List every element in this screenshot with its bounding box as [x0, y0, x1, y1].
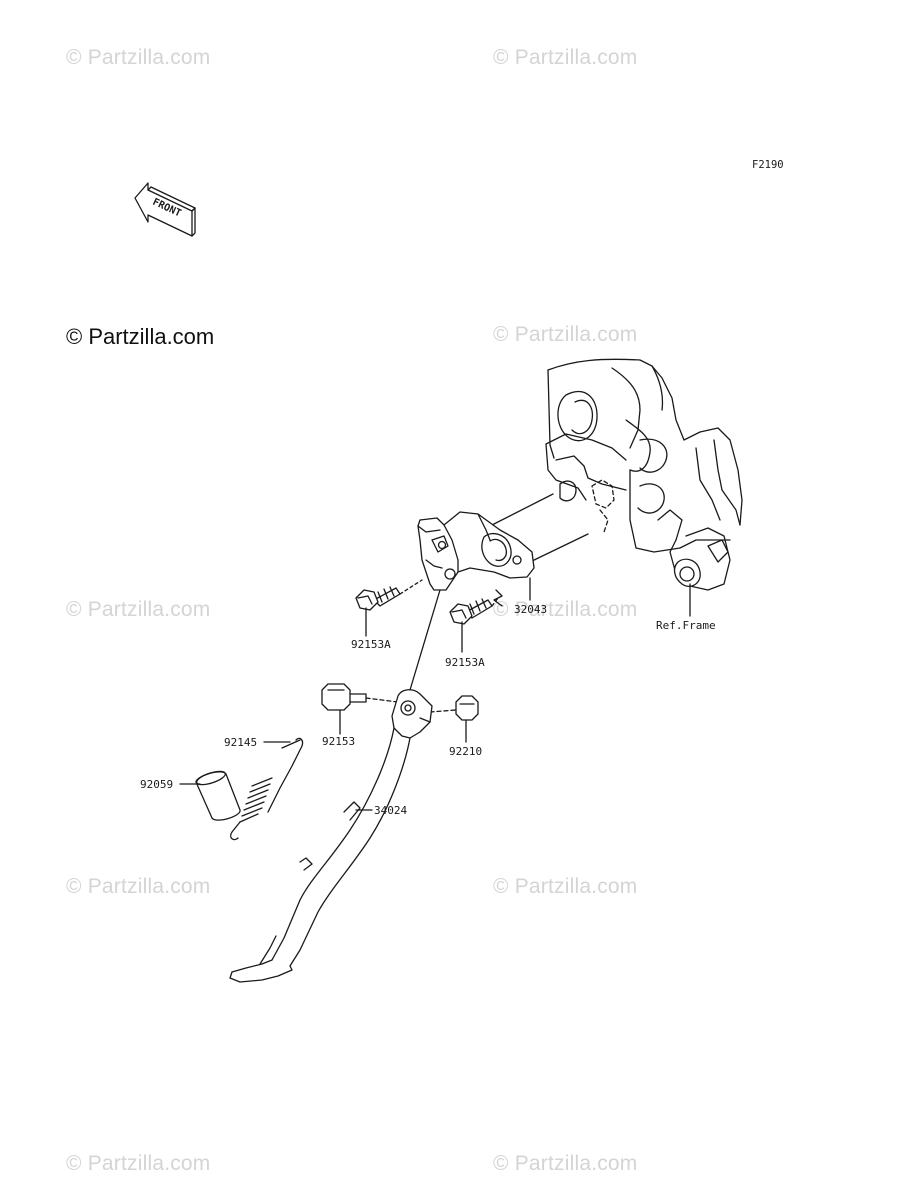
bracket-32043	[417, 511, 535, 591]
part-label-92153A-right: 92153A	[445, 656, 485, 669]
part-label-92059: 92059	[140, 778, 174, 791]
nut-92210	[429, 695, 479, 721]
part-label-92153: 92153	[322, 735, 356, 748]
watermark: © Partzilla.com	[493, 598, 638, 621]
bolt-92153	[321, 683, 399, 711]
front-arrow-icon: FRONT	[134, 182, 196, 237]
part-label-92153A-left: 92153A	[351, 638, 391, 651]
part-label-ref-frame: Ref.Frame	[656, 619, 716, 632]
part-label-92145: 92145	[224, 736, 258, 749]
part-label-34024: 34024	[374, 804, 408, 817]
collar-92059	[195, 770, 241, 821]
side-stand-34024	[229, 689, 433, 983]
part-label-32043: 32043	[514, 603, 548, 616]
watermark: © Partzilla.com	[493, 875, 638, 898]
watermark: © Partzilla.com	[66, 46, 211, 69]
spring-92145	[230, 737, 304, 841]
watermark-bold: © Partzilla.com	[66, 324, 215, 349]
watermark: © Partzilla.com	[66, 875, 211, 898]
watermark: © Partzilla.com	[66, 1152, 211, 1175]
bolt-92153A-left	[355, 579, 423, 611]
bolt-92153A-right	[449, 597, 499, 625]
part-label-92210: 92210	[449, 745, 483, 758]
watermark: © Partzilla.com	[493, 323, 638, 346]
watermark: © Partzilla.com	[493, 46, 638, 69]
diagram-code: F2190	[752, 159, 784, 171]
frame-part	[545, 358, 743, 591]
watermark: © Partzilla.com	[493, 1152, 638, 1175]
watermark: © Partzilla.com	[66, 598, 211, 621]
